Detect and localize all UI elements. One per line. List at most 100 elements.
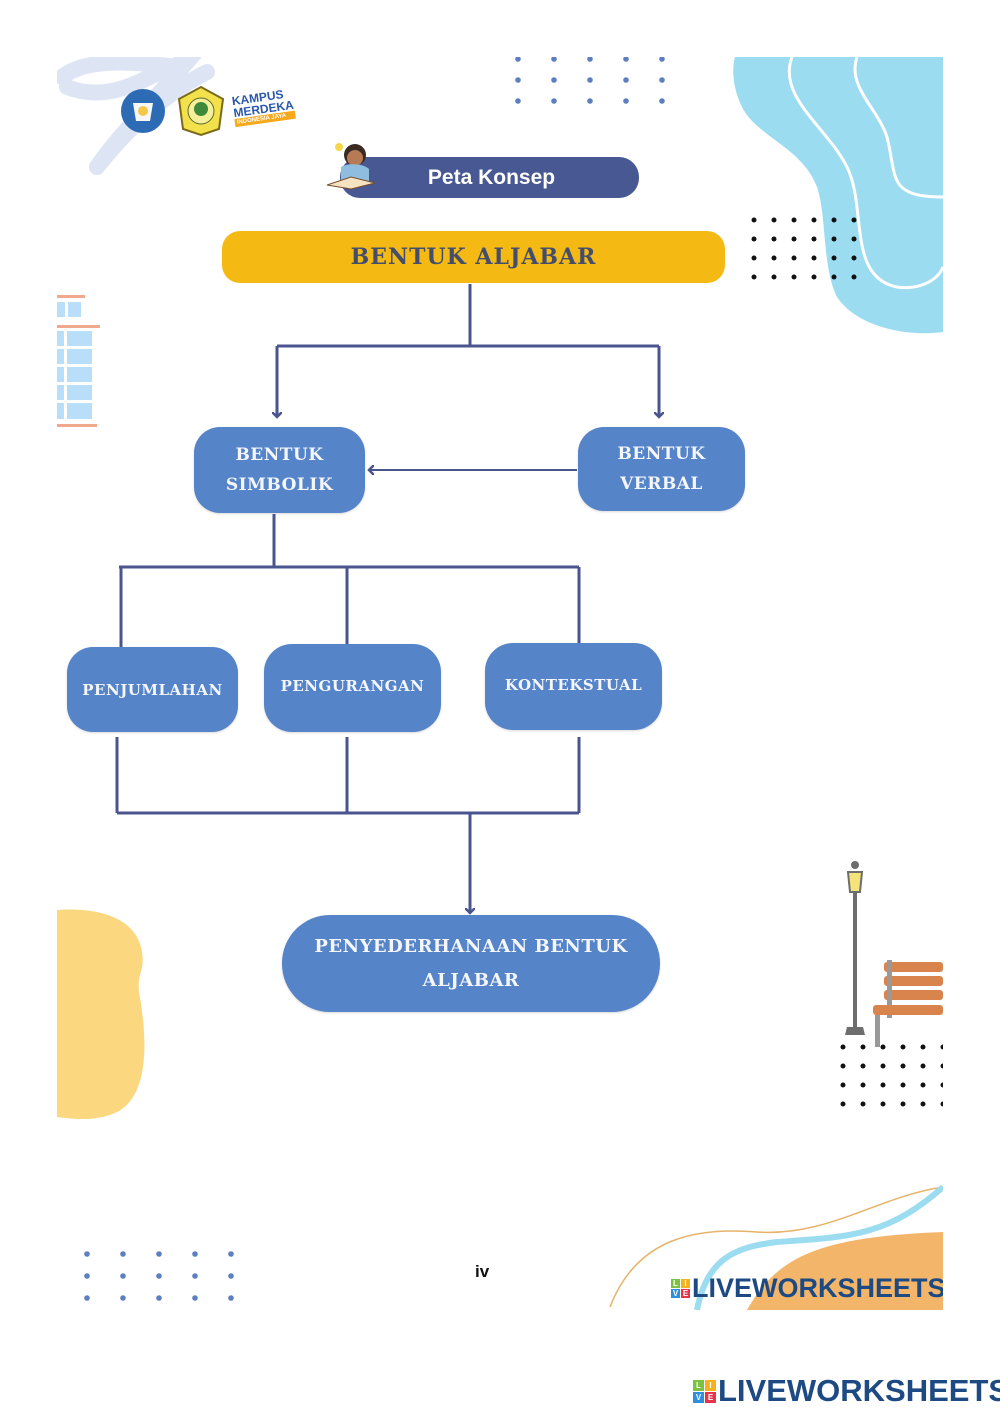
dot <box>840 1063 846 1069</box>
dot <box>900 1101 906 1107</box>
connector-lines <box>115 284 943 1310</box>
dot <box>940 1063 943 1069</box>
badge-l: L <box>671 1279 680 1288</box>
badge-l: L <box>693 1379 704 1391</box>
liveworksheets-text-inner: LIVEWORKSHEETS <box>692 1273 943 1303</box>
dot <box>811 236 817 242</box>
sand-blob-decoration <box>57 909 145 1120</box>
dot <box>228 1251 234 1257</box>
dot <box>840 1044 846 1050</box>
dot <box>84 1295 90 1301</box>
dot-grid-top <box>515 57 665 104</box>
dot <box>515 98 521 104</box>
dot <box>840 1101 846 1107</box>
badge-e: E <box>681 1289 690 1298</box>
dot <box>811 274 817 280</box>
node-kontekstual: KONTEKSTUAL <box>485 643 662 730</box>
liveworksheets-logo[interactable]: L I V E LIVEWORKSHEETS <box>693 1373 1000 1409</box>
dot <box>920 1044 926 1050</box>
dot <box>120 1295 126 1301</box>
dot <box>880 1101 886 1107</box>
dot <box>860 1082 866 1088</box>
dot-grid-bottom-right <box>840 1044 943 1107</box>
liveworksheets-logo-inner: L I V E LIVEWORKSHEETS <box>671 1273 943 1304</box>
dot <box>751 217 757 223</box>
dot <box>192 1251 198 1257</box>
dot <box>623 77 629 83</box>
node-bentuk-aljabar: BENTUK ALJABAR <box>222 231 725 283</box>
dot <box>659 98 665 104</box>
dot <box>192 1295 198 1301</box>
dot <box>860 1101 866 1107</box>
dot <box>156 1295 162 1301</box>
section-title: Peta Konsep <box>340 157 639 198</box>
dot <box>831 255 837 261</box>
badge-i: I <box>681 1279 690 1288</box>
decorations <box>57 57 943 1310</box>
dot <box>84 1251 90 1257</box>
dot <box>880 1044 886 1050</box>
dot <box>900 1082 906 1088</box>
live-badge-icon: L I V E <box>693 1379 716 1403</box>
node-bentuk-verbal: BENTUK VERBAL <box>578 427 745 511</box>
dot <box>771 274 777 280</box>
dot-grid-bottom-left <box>84 1251 234 1301</box>
node-penjumlahan-label: PENJUMLAHAN <box>82 680 223 699</box>
dot <box>920 1082 926 1088</box>
dot <box>940 1044 943 1050</box>
dot <box>831 274 837 280</box>
dot <box>791 217 797 223</box>
dot <box>228 1295 234 1301</box>
dot <box>920 1101 926 1107</box>
dot <box>940 1082 943 1088</box>
node-pengurangan: PENGURANGAN <box>264 644 441 732</box>
dot-grid-right <box>751 217 857 280</box>
university-logo <box>175 85 227 137</box>
dot <box>587 57 593 62</box>
dot <box>791 236 797 242</box>
dot <box>751 274 757 280</box>
dot <box>751 236 757 242</box>
dot <box>811 217 817 223</box>
dot <box>623 98 629 104</box>
dot <box>515 57 521 62</box>
dot <box>192 1273 198 1279</box>
dot <box>880 1063 886 1069</box>
node-penyederhanaan: PENYEDERHANAAN BENTUK ALJABAR <box>282 915 660 1012</box>
dot <box>551 57 557 62</box>
dot <box>659 77 665 83</box>
dot <box>851 274 857 280</box>
dot <box>811 255 817 261</box>
dot <box>771 236 777 242</box>
live-badge-icon: L I V E <box>671 1279 690 1298</box>
dot <box>900 1063 906 1069</box>
dot <box>156 1273 162 1279</box>
node-kontekstual-label: KONTEKSTUAL <box>504 675 643 694</box>
dot <box>900 1044 906 1050</box>
dot <box>120 1273 126 1279</box>
node-bentuk-verbal-line1: BENTUK <box>617 444 706 464</box>
kemendikbud-logo <box>120 87 166 135</box>
node-penjumlahan: PENJUMLAHAN <box>67 647 238 732</box>
wave-decoration <box>609 1184 943 1310</box>
node-pengurangan-label: PENGURANGAN <box>280 677 425 695</box>
dot <box>120 1251 126 1257</box>
dot <box>551 98 557 104</box>
dot <box>515 77 521 83</box>
dot <box>751 255 757 261</box>
cyan-blob-decoration <box>733 57 943 334</box>
student-reading-icon <box>325 139 377 191</box>
dot <box>587 77 593 83</box>
dot <box>851 236 857 242</box>
dot <box>551 77 557 83</box>
node-penyederhanaan-line2: ALJABAR <box>422 969 520 991</box>
dot <box>831 217 837 223</box>
dot <box>860 1044 866 1050</box>
node-bentuk-simbolik: BENTUK SIMBOLIK <box>194 427 365 513</box>
dot <box>920 1063 926 1069</box>
section-title-text: Peta Konsep <box>427 165 556 189</box>
building-decoration <box>57 295 100 427</box>
badge-e: E <box>705 1391 716 1403</box>
dot <box>659 57 665 62</box>
dot <box>587 98 593 104</box>
